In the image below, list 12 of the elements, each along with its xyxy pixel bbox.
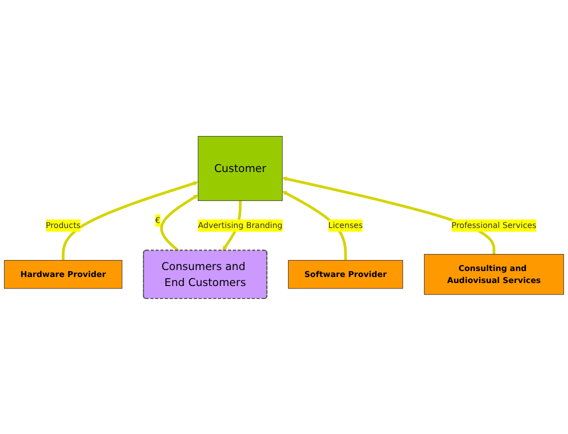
node-box: Hardware Provider <box>4 260 122 288</box>
node-box: Consulting and Audiovisual Services <box>424 254 564 294</box>
edge-label: Products <box>46 220 81 230</box>
node-box: Customer <box>198 136 283 200</box>
node-box: Software Provider <box>288 260 404 288</box>
arrow <box>282 176 496 254</box>
edge-label: Advertising Branding <box>198 220 282 230</box>
edge-label: Licenses <box>328 220 363 230</box>
edge-label: € <box>155 214 160 225</box>
arrow <box>160 194 198 252</box>
arrow <box>62 180 198 260</box>
edge-label: Professional Services <box>452 220 536 230</box>
